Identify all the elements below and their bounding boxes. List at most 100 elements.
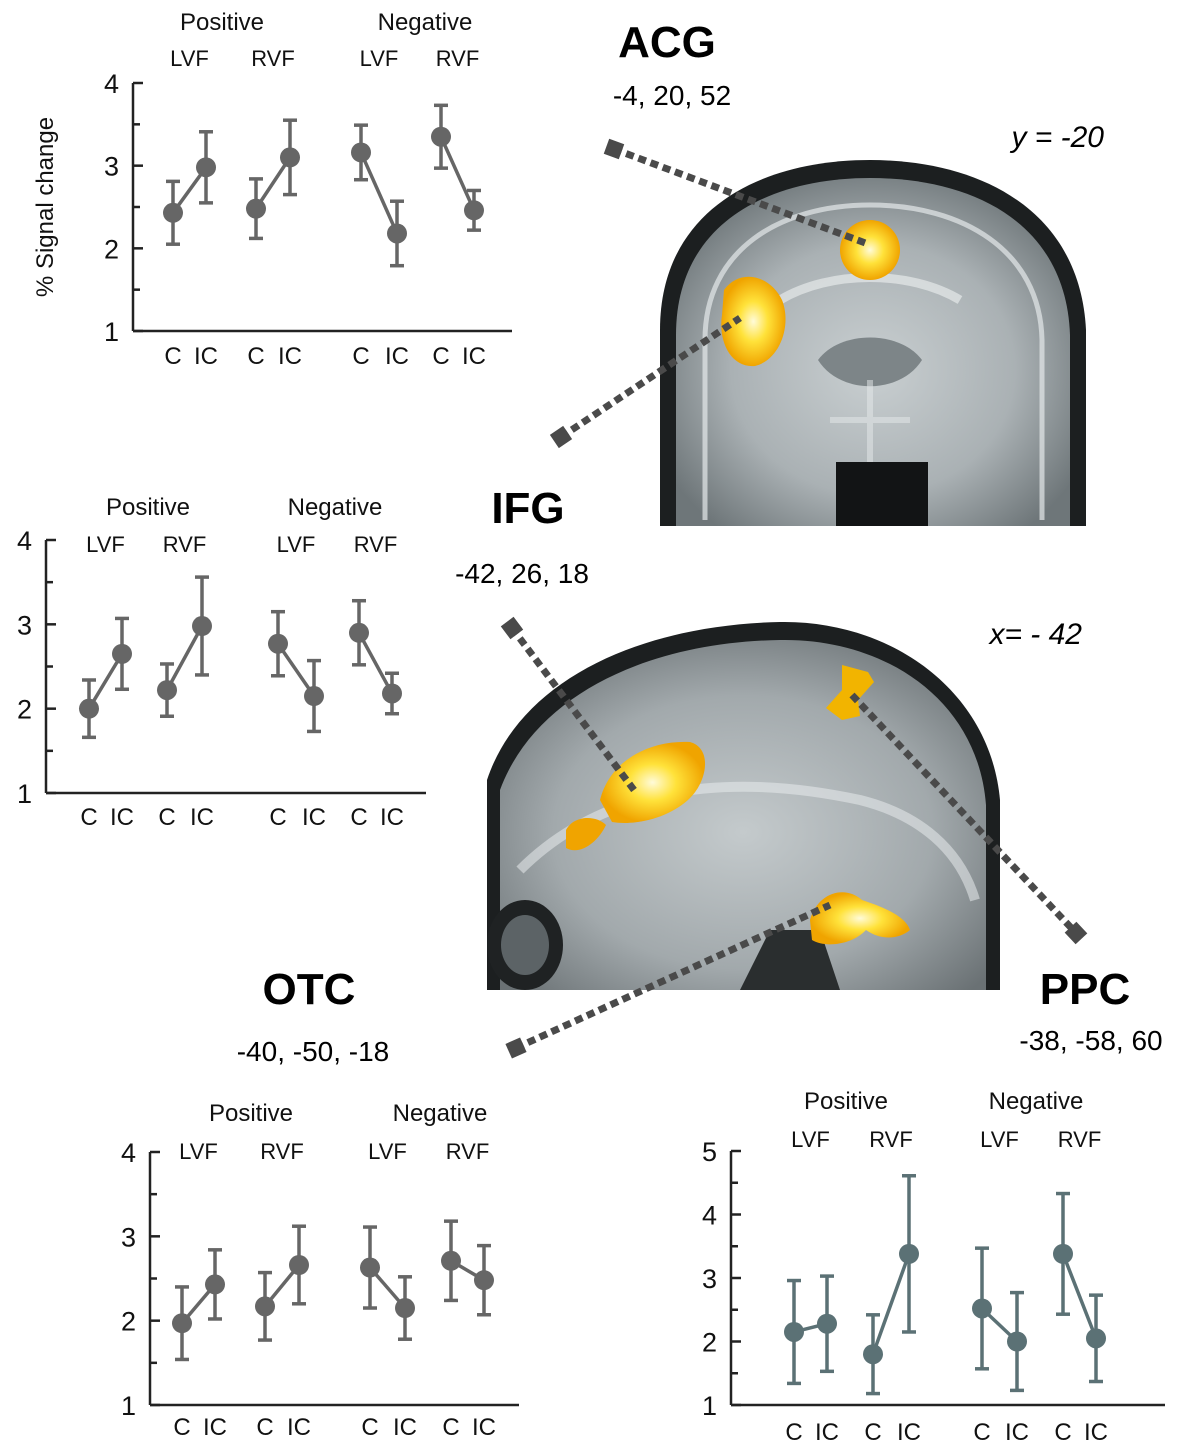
category-label: IC [385,343,409,370]
field-label: LVF [170,46,209,71]
otc-leader-marker [505,1037,527,1059]
ifg-activation-sagittal [600,741,706,823]
ifg-coronal-leader-marker [549,425,573,449]
data-point [899,1243,919,1264]
category-label: C [256,1414,273,1441]
acg-coords: -4, 20, 52 [613,80,731,111]
category-label: C [361,1414,378,1441]
y-tick-label: 3 [104,152,119,182]
category-label: C [785,1419,802,1446]
data-point [863,1344,883,1365]
data-point [382,683,402,704]
otc-leader-line [514,901,832,1052]
data-point [817,1313,837,1334]
field-label: LVF [277,532,316,557]
field-label: RVF [869,1127,913,1152]
field-label: RVF [1058,1127,1102,1152]
otc-coords: -40, -50, -18 [237,1036,390,1067]
data-point [1053,1243,1073,1264]
category-label: IC [472,1414,496,1441]
series-line [87,652,124,710]
data-point [157,680,177,701]
data-point [112,643,132,664]
series-line [439,136,476,212]
ppc-coords: -38, -58, 60 [1019,1025,1162,1056]
field-label: RVF [436,46,480,71]
data-point [395,1298,415,1319]
y-tick-label: 4 [17,526,32,556]
data-point [431,126,451,147]
y-tick-label: 2 [17,695,32,725]
data-point [464,200,484,221]
ppc-activation [826,665,874,720]
category-label: C [442,1414,459,1441]
data-point [351,142,371,163]
category-label: IC [287,1414,311,1441]
ifg-sagittal-leader-marker [500,616,524,640]
valence-label: Positive [209,1100,293,1127]
valence-label: Negative [378,9,473,36]
sagittal-slice-label: x= - 42 [987,618,1082,651]
data-point [1086,1328,1106,1349]
acg-region-name: ACG [618,18,716,67]
field-label: RVF [260,1139,304,1164]
data-point [360,1257,380,1278]
ppc-region-name: PPC [1040,965,1130,1014]
y-tick-label: 4 [121,1138,136,1168]
leader-lines [509,145,1079,1052]
y-tick-label: 1 [121,1391,136,1421]
data-point [205,1274,225,1295]
series-line [165,625,204,691]
series-line [871,1253,911,1355]
acg-leader-line [612,145,870,248]
y-tick-label: 1 [702,1391,717,1421]
data-point [280,147,300,168]
sagittal-slice-image: x= - 42 [487,615,1082,990]
y-tick-label: 4 [702,1201,717,1231]
series-line [254,156,292,210]
field-label: LVF [980,1127,1019,1152]
category-label: C [80,804,97,831]
valence-label: Negative [989,1088,1084,1115]
coronal-slice-image: y = -20 [652,121,1104,526]
category-label: IC [897,1419,921,1446]
data-point [196,157,216,178]
data-point [172,1313,192,1334]
category-label: C [864,1419,881,1446]
data-point [255,1296,275,1317]
category-label: IC [1084,1419,1108,1446]
field-label: LVF [360,46,399,71]
category-label: IC [110,804,134,831]
field-label: LVF [368,1139,407,1164]
data-point [246,198,266,219]
category-label: IC [380,804,404,831]
category-label: IC [302,804,326,831]
y-axis-label: % Signal change [32,117,59,297]
valence-label: Positive [804,1088,888,1115]
y-tick-label: 5 [702,1137,717,1167]
data-point [268,633,288,654]
y-tick-label: 2 [121,1307,136,1337]
field-label: LVF [179,1139,218,1164]
data-point [79,698,99,719]
category-label: IC [194,343,218,370]
valence-label: Negative [288,494,383,521]
series-line [1061,1253,1098,1339]
field-label: RVF [446,1139,490,1164]
category-label: IC [203,1414,227,1441]
category-label: C [173,1414,190,1441]
category-label: C [164,343,181,370]
series-line [276,642,316,698]
leader-markers [500,138,1088,1059]
data-point [441,1250,461,1271]
category-label: IC [278,343,302,370]
ifg-activation-coronal [721,276,786,367]
otc-region-name: OTC [263,965,356,1014]
category-label: C [247,343,264,370]
category-label: C [1054,1419,1071,1446]
ifg-sagittal-leader-line [509,625,637,793]
category-label: IC [1005,1419,1029,1446]
data-point [289,1255,309,1276]
